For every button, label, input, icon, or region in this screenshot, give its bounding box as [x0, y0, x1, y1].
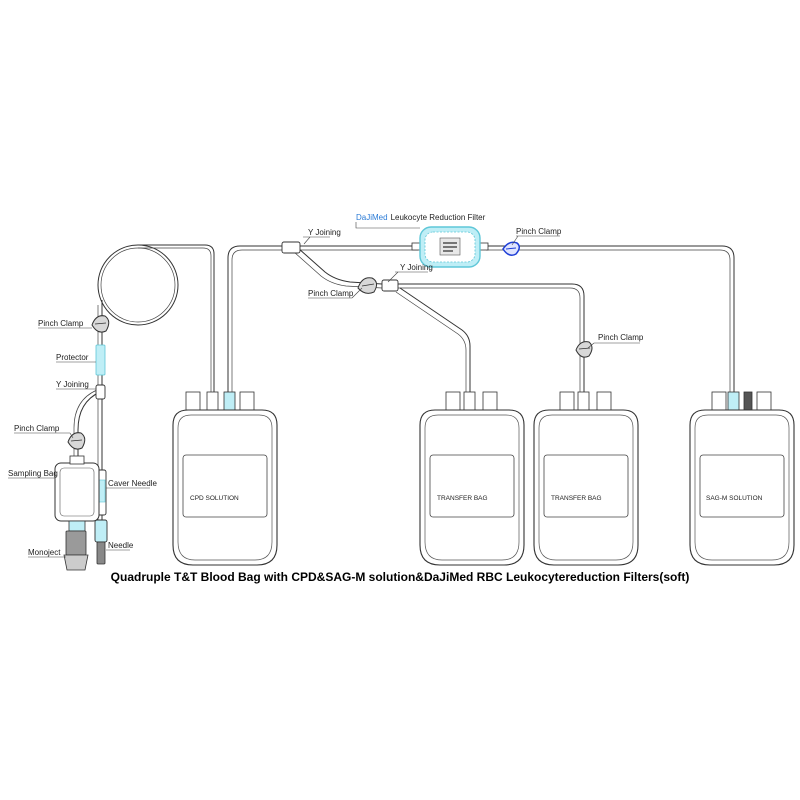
bag-transfer-2: TRANSFER BAG — [533, 409, 639, 566]
ports-transfer-1 — [445, 391, 498, 411]
monoject — [63, 530, 89, 571]
bag-label-transfer-1: TRANSFER BAG — [437, 495, 488, 502]
tube-sampling-branch — [77, 391, 101, 465]
ports-sagm — [711, 391, 772, 411]
protector — [95, 344, 106, 376]
filter-name: Leukocyte Reduction Filter — [391, 213, 486, 222]
pinch-clamp-middle — [357, 277, 378, 294]
tube-to-transfer2 — [395, 283, 585, 395]
ports-transfer-2 — [559, 391, 612, 411]
label-caver-needle: Caver Needle — [108, 479, 157, 488]
tube-filter-to-sagm — [486, 245, 735, 395]
bag-transfer-1: TRANSFER BAG — [419, 409, 525, 566]
label-pinch-clamp-sampling: Pinch Clamp — [14, 424, 60, 433]
tubing — [73, 244, 735, 560]
y-joining-top — [281, 241, 301, 254]
ports-cpd — [185, 391, 255, 411]
sampling-bag — [54, 455, 100, 532]
label-pinch-clamp-transfer: Pinch Clamp — [598, 333, 644, 342]
tube-coil-inner — [100, 247, 176, 323]
bag-sagm: SAG-M SOLUTION — [689, 409, 795, 566]
needle — [94, 519, 108, 565]
label-y-joining-donor: Y Joining — [56, 380, 89, 389]
label-pinch-clamp-donor: Pinch Clamp — [38, 319, 84, 328]
pinch-clamp-donor — [91, 315, 110, 333]
label-monoject: Monoject — [28, 548, 61, 557]
y-joining-donor — [95, 384, 106, 400]
label-protector: Protector — [56, 353, 89, 362]
tube-main-top — [227, 245, 418, 400]
pinch-clamp-transfer — [575, 341, 593, 358]
label-pinch-clamp-middle: Pinch Clamp — [308, 289, 354, 298]
tube-to-transfer1 — [399, 287, 471, 395]
bag-label-sagm: SAG-M SOLUTION — [706, 495, 763, 502]
diagram-caption: Quadruple T&T Blood Bag with CPD&SAG-M s… — [111, 570, 690, 584]
label-y-joining-middle: Y Joining — [400, 263, 433, 272]
leukocyte-filter — [411, 226, 489, 268]
bag-label-transfer-2: TRANSFER BAG — [551, 495, 602, 502]
pinch-clamp-sampling — [67, 432, 86, 450]
tube-y1-branch — [297, 247, 383, 285]
tube-coil — [97, 244, 179, 326]
label-pinch-clamp-blue: Pinch Clamp — [516, 227, 562, 236]
label-sampling-bag: Sampling Bag — [8, 469, 58, 478]
label-needle: Needle — [108, 541, 134, 550]
y-joining-middle — [381, 279, 399, 292]
bag-cpd: CPD SOLUTION — [172, 409, 278, 566]
pinch-clamp-blue — [502, 241, 520, 256]
bag-label-cpd: CPD SOLUTION — [190, 495, 239, 502]
brand-name: DaJiMed — [356, 213, 388, 222]
leader-lines — [8, 222, 640, 558]
tube-coil-to-cpd — [138, 244, 215, 400]
label-y-joining-top: Y Joining — [308, 228, 341, 237]
